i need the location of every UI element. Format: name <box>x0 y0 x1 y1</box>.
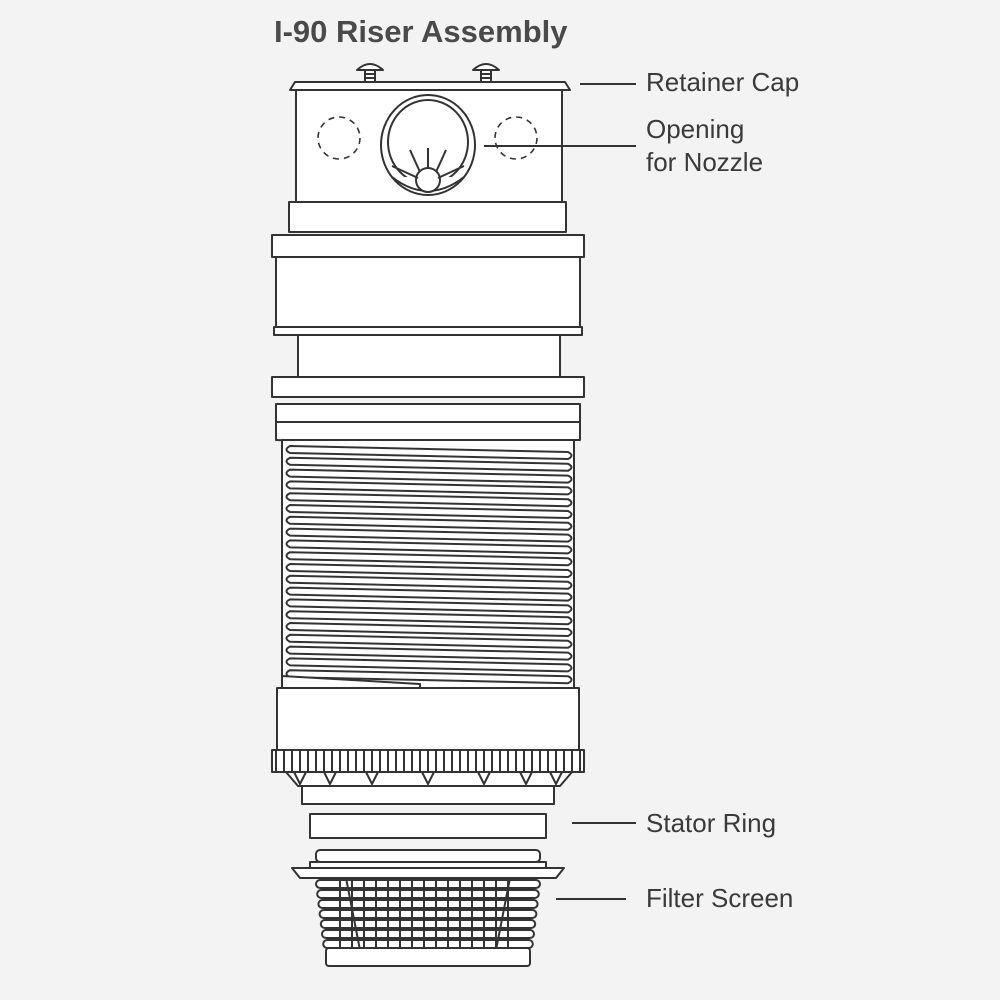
ratchet-ring <box>271 749 585 773</box>
upper-collar <box>288 201 567 233</box>
upper-ring <box>271 234 585 336</box>
riser-stem <box>297 334 561 378</box>
mid-collar <box>271 376 585 447</box>
label-stator-ring: Stator Ring <box>646 808 777 838</box>
screw-left <box>356 63 384 84</box>
diagram-title: I-90 Riser Assembly <box>274 14 568 49</box>
nozzle-opening <box>380 94 476 196</box>
spiral-threads <box>285 445 573 685</box>
ratchet-flange <box>285 771 573 805</box>
screw-right <box>472 63 500 84</box>
label-filter-screen: Filter Screen <box>646 883 794 913</box>
filter-screen <box>291 849 565 967</box>
label-retainer-cap: Retainer Cap <box>646 67 800 97</box>
stator-ring <box>309 813 547 839</box>
label-opening-for-nozzle: Opening for Nozzle <box>646 114 764 177</box>
lower-housing <box>276 687 580 751</box>
